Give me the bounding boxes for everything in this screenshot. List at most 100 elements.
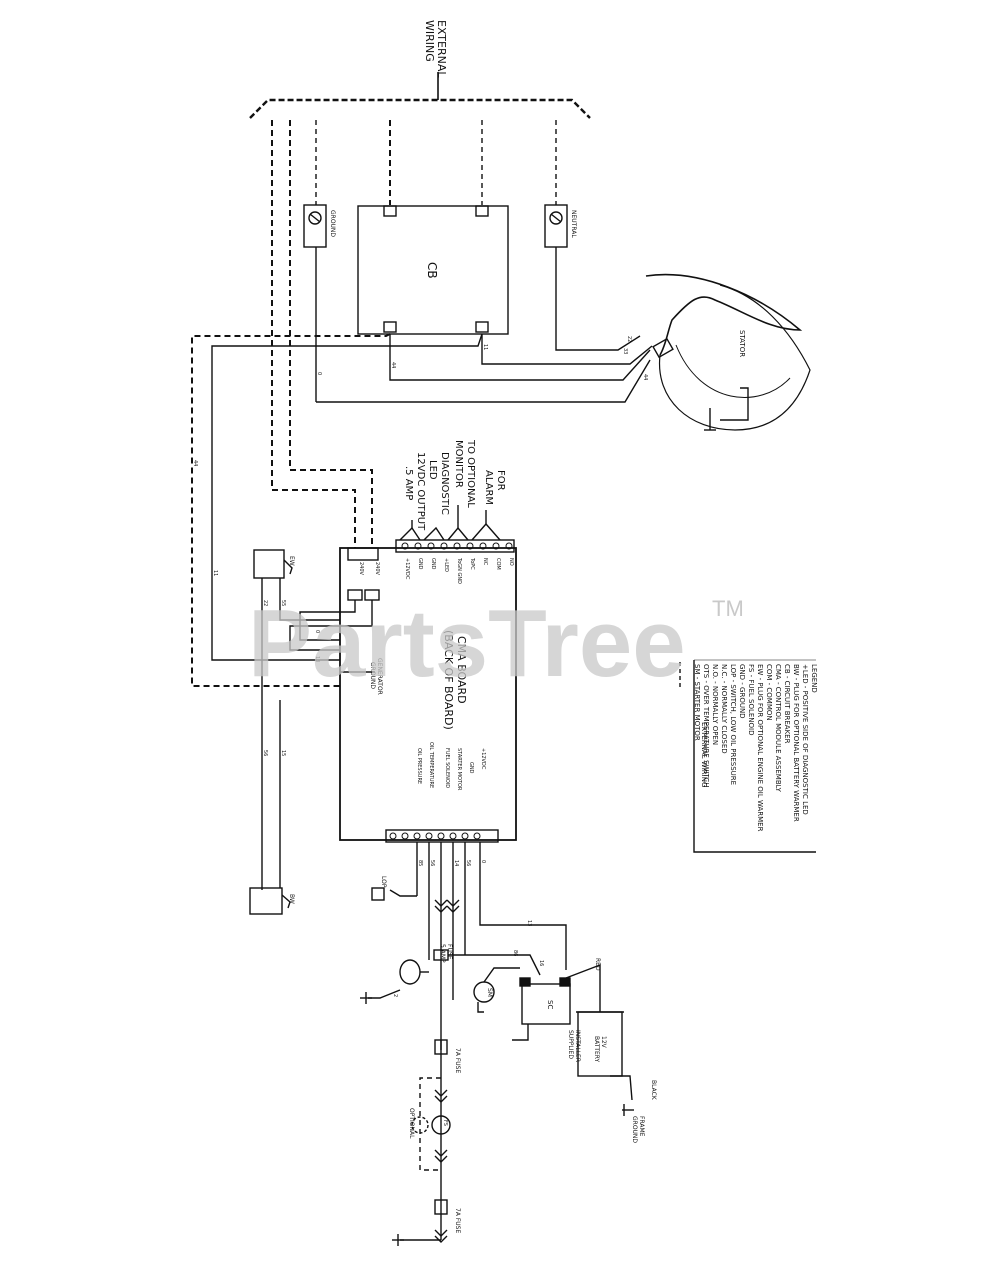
svg-text:.5 AMP: .5 AMP [403,466,414,500]
partstree-watermark: PartsTree [248,590,686,697]
red-label: RED [594,958,601,971]
svg-text:33: 33 [622,348,628,354]
legend-external-wiring: EXTERNAL WIRING [700,722,708,787]
svg-text:16: 16 [538,960,544,966]
optional-label: OPTIONAL [408,1108,415,1139]
svg-text:CMA BOARD: CMA BOARD [455,636,468,704]
wire-numbers: 0 44 11 22 33 44 44 11 22 55 56 15 0 13 … [192,336,648,997]
svg-text:BATTERY: BATTERY [593,1036,600,1063]
svg-text:+12VDC: +12VDC [480,748,486,770]
starter-contactor [521,983,571,1025]
terminal-240v-1: 240V [374,562,380,576]
terminal-togn-gnd: ToGN GND [456,557,462,584]
svg-text:SUPPLIED: SUPPLIED [567,1030,574,1059]
legend: LEGEND +LED - POSITIVE SIDE OF DIAGNOSTI… [693,664,818,832]
ground-label: GROUND [329,210,336,237]
svg-text:86: 86 [512,950,518,956]
svg-text:GND: GND [468,762,474,774]
installer-label: INSTALLER SUPPLIED [567,1030,581,1062]
svg-text:BW - PLUG FOR OPTIONAL BATTERY: BW - PLUG FOR OPTIONAL BATTERY WARMER [792,664,800,822]
terminal-nc: NC [482,558,488,566]
sc-label: SC [546,1000,554,1009]
fuse-7a-top-label: 7A FUSE [454,1048,461,1073]
svg-text:15: 15 [280,750,286,756]
sm-label: SM [486,988,493,997]
svg-text:FOR: FOR [495,470,506,491]
generator-ground-label: GENERATOR GROUND [369,658,383,695]
terminal-gnd-1: GND [430,558,436,570]
svg-text:LOP - SWITCH, LOW OIL PRESSURE: LOP - SWITCH, LOW OIL PRESSURE [729,664,737,785]
cb-label: CB [425,262,439,279]
svg-text:GROUND: GROUND [631,1116,638,1143]
svg-text:22: 22 [626,336,632,342]
svg-text:2: 2 [392,994,398,997]
svg-text:ALARM: ALARM [483,470,494,505]
watermark-tm: TM [712,596,744,621]
terminal-com: COM [495,558,501,570]
note-alarm: FOR ALARM [483,470,506,505]
svg-text:DIAGNOSTIC: DIAGNOSTIC [439,452,450,515]
svg-text:MONITOR: MONITOR [453,440,464,488]
svg-text:CMA - CONTROL MODULE ASSEMBLY: CMA - CONTROL MODULE ASSEMBLY [774,664,782,793]
fs-label: FS [442,1120,448,1126]
lop-switch [371,887,385,901]
svg-text:85: 85 [417,860,423,866]
svg-text:55: 55 [280,600,286,606]
svg-text:0: 0 [316,372,322,375]
svg-text:GND - GROUND: GND - GROUND [738,664,746,719]
svg-text:11: 11 [212,570,218,576]
fuse-7a-bottom-label: 7A FUSE [454,1208,461,1233]
terminal-topc: ToPC [469,557,475,570]
svg-text:OIL TEMPERATURE: OIL TEMPERATURE [428,742,434,788]
svg-text:LED: LED [427,460,438,480]
svg-text:(BACK OF BOARD): (BACK OF BOARD) [442,630,455,730]
svg-text:FS - FUEL SOLENOID: FS - FUEL SOLENOID [747,664,755,736]
svg-text:22: 22 [262,600,268,606]
cma-board [339,547,517,841]
terminal-240v-2: 240V [358,562,364,576]
svg-text:OTS - OVER TEMPERATURE SWITCH: OTS - OVER TEMPERATURE SWITCH [702,664,710,787]
svg-text:TO OPTIONAL: TO OPTIONAL [465,439,476,508]
fuse-label: FUSE 5 AMP [439,944,453,963]
ew-label: EW [288,556,295,566]
bw-label: BW [288,894,295,904]
svg-text:OIL PRESSURE: OIL PRESSURE [416,748,422,784]
circuit-breaker [357,205,509,335]
cma-top-terminals: NO COM NC ToPC ToGN GND +LED GND GND +12… [358,557,514,584]
svg-text:SM - STARTER MOTOR: SM - STARTER MOTOR [693,664,701,741]
svg-text:STARTER MOTOR: STARTER MOTOR [456,748,462,791]
ew-plug [253,549,285,579]
cma-label: CMA BOARD (BACK OF BOARD) [442,630,468,730]
terminal-gnd-2: GND [417,558,423,570]
svg-text:56: 56 [262,750,268,756]
svg-text:0: 0 [480,860,486,863]
svg-text:12V: 12V [600,1036,607,1049]
fuse-7a-bottom [434,1199,448,1215]
header-label: EXTERNAL WIRING [423,20,448,78]
optional-fs [411,1116,429,1134]
svg-text:13: 13 [314,656,320,662]
fuel-solenoid [431,1115,451,1135]
svg-text:FUSE: FUSE [446,944,453,960]
svg-text:+LED - POSITIVE SIDE OF DIAGNO: +LED - POSITIVE SIDE OF DIAGNOSTIC LED [801,664,809,815]
lop-label: LOP [380,876,387,888]
svg-text:FRAME: FRAME [638,1116,645,1137]
terminal-12vdc: +12VDC [404,558,410,580]
svg-text:5 AMP: 5 AMP [439,944,446,963]
svg-text:14: 14 [453,860,459,866]
svg-text:FUEL SOLENOID: FUEL SOLENOID [444,748,450,788]
neutral-label: NEUTRAL [570,210,577,238]
svg-text:N.C. - NORMALLY CLOSED: N.C. - NORMALLY CLOSED [720,664,728,754]
frame-ground-label: FRAME GROUND [631,1116,645,1143]
note-diagnostic: DIAGNOSTIC LED [427,452,450,515]
svg-text:GENERATOR: GENERATOR [376,658,383,695]
svg-text:44: 44 [642,374,648,380]
svg-text:N.O. - NORMALLY OPEN: N.O. - NORMALLY OPEN [711,664,719,745]
svg-text:13: 13 [526,920,532,926]
svg-text:GROUND: GROUND [369,662,376,689]
svg-text:44: 44 [192,460,198,466]
svg-text:CB - CIRCUIT BREAKER: CB - CIRCUIT BREAKER [783,664,791,744]
terminal-led: +LED [443,558,449,572]
cma-bottom-terminals: +12VDC GND STARTER MOTOR FUEL SOLENOID O… [416,742,486,791]
svg-text:EW - PLUG FOR OPTIONAL ENGINE: EW - PLUG FOR OPTIONAL ENGINE OIL WARMER [756,664,764,832]
